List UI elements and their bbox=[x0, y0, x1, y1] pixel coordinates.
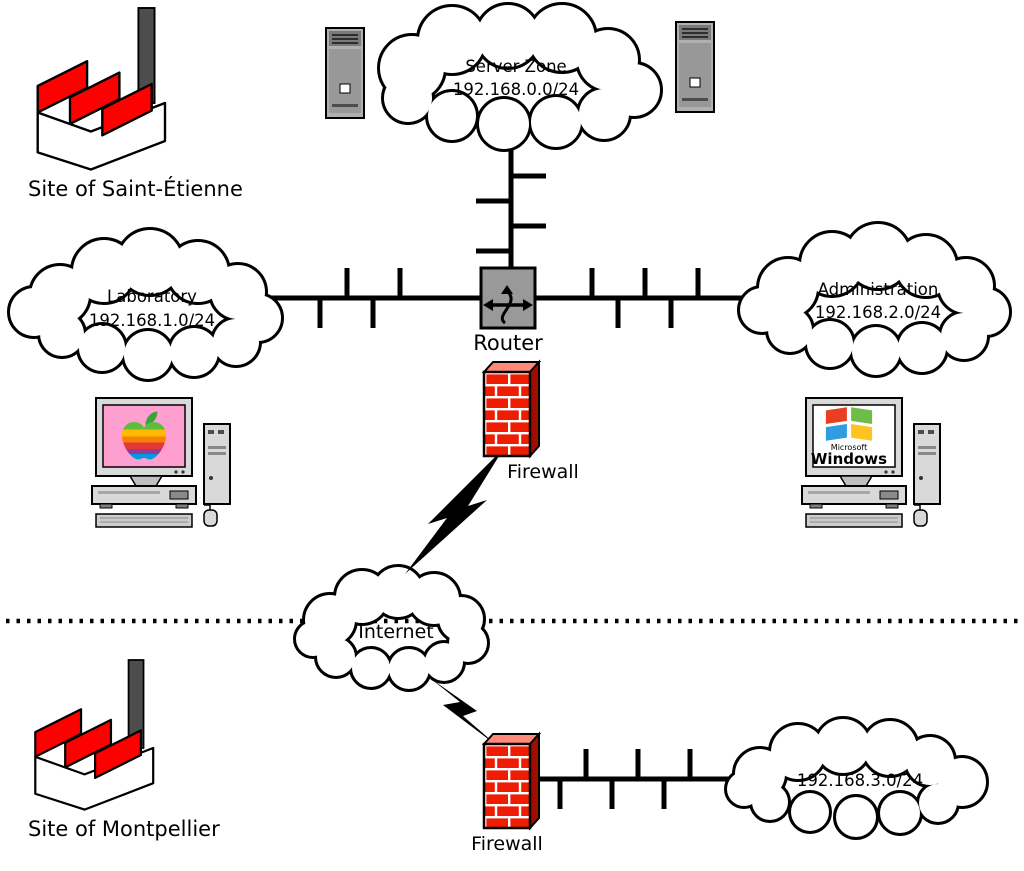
server-tower-right-icon bbox=[675, 21, 715, 113]
administration-cloud: Administration 192.168.2.0/24 bbox=[740, 224, 1009, 375]
firewall-main-icon bbox=[482, 360, 541, 458]
lightning-bolt-bottom-icon bbox=[430, 678, 500, 748]
server-zone-cloud: Server Zone 192.168.0.0/24 bbox=[380, 5, 660, 149]
server-tower-left-icon bbox=[325, 27, 365, 119]
montpellier-lan-bus bbox=[524, 749, 740, 809]
factory-icon-montpellier bbox=[34, 658, 155, 811]
router-icon bbox=[479, 266, 537, 330]
laboratory-subnet: 192.168.1.0/24 bbox=[89, 311, 215, 330]
internet-label: Internet bbox=[358, 621, 433, 643]
laboratory-cloud: Laboratory 192.168.1.0/24 bbox=[10, 230, 281, 379]
server-zone-name: Server Zone bbox=[465, 57, 566, 76]
windows-computer-icon: Microsoft Windows bbox=[801, 397, 941, 528]
windows-flag-icon bbox=[825, 407, 873, 441]
mac-computer-icon bbox=[91, 397, 231, 528]
internet-cloud: Internet bbox=[296, 567, 487, 689]
firewall-montpellier-label: Firewall bbox=[471, 833, 543, 855]
administration-subnet: 192.168.2.0/24 bbox=[815, 303, 941, 322]
montpellier-lan-cloud: 192.168.3.0/24 bbox=[727, 719, 986, 837]
server-zone-subnet: 192.168.0.0/24 bbox=[453, 80, 579, 99]
site-montpellier-label: Site of Montpellier bbox=[28, 817, 220, 841]
lightning-bolt-top-icon bbox=[405, 448, 504, 574]
router-label: Router bbox=[473, 331, 543, 355]
cloud-shape bbox=[380, 5, 660, 149]
site-saint-etienne-label: Site of Saint-Étienne bbox=[28, 176, 243, 201]
firewall-montpellier-icon bbox=[482, 732, 541, 830]
factory-icon-saint-etienne bbox=[36, 6, 167, 171]
windows-os-label: Windows bbox=[811, 450, 887, 468]
laboratory-name: Laboratory bbox=[107, 287, 197, 306]
montpellier-lan-subnet: 192.168.3.0/24 bbox=[797, 771, 923, 790]
administration-name: Administration bbox=[818, 280, 939, 299]
rainbow-apple-icon bbox=[122, 411, 166, 460]
firewall-main-label: Firewall bbox=[507, 461, 579, 483]
windows-vendor-label: Microsoft bbox=[831, 443, 867, 452]
